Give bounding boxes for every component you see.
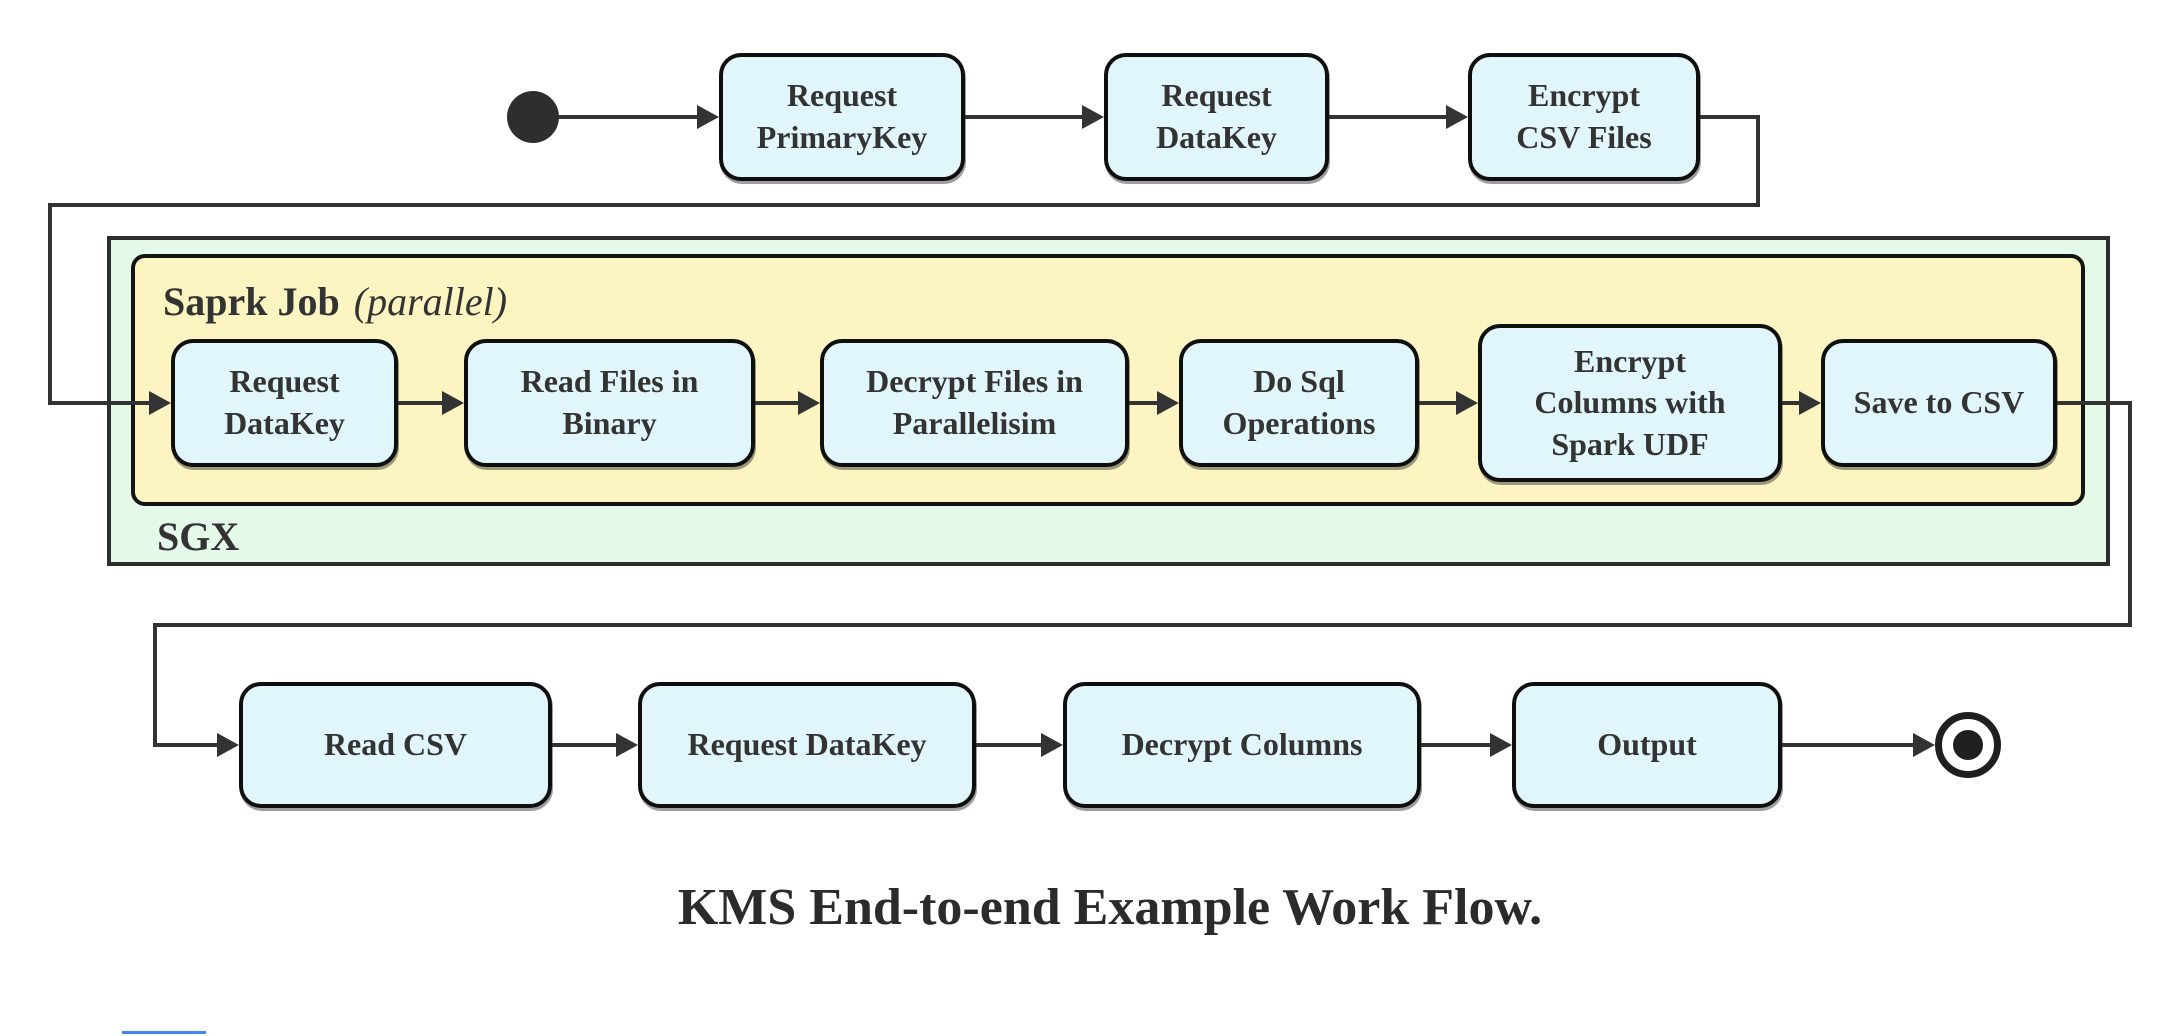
arrowhead-icon bbox=[616, 733, 638, 757]
state-read-files-in-binary: Read Files in Binary bbox=[464, 339, 755, 467]
state-save-to-csv: Save to CSV bbox=[1821, 339, 2057, 467]
connector-segment bbox=[1756, 115, 1760, 207]
arrowhead-icon bbox=[1799, 391, 1821, 415]
end-state-node bbox=[1935, 712, 2001, 778]
connector-segment bbox=[976, 743, 1041, 747]
arrowhead-icon bbox=[697, 105, 719, 129]
connector-segment bbox=[48, 203, 52, 405]
connector-segment bbox=[153, 623, 157, 747]
arrowhead-icon bbox=[1913, 733, 1935, 757]
arrowhead-icon bbox=[1157, 391, 1179, 415]
arrowhead-icon bbox=[798, 391, 820, 415]
state-do-sql-operations: Do Sql Operations bbox=[1179, 339, 1419, 467]
state-decrypt-files-in-parallelisim: Decrypt Files in Parallelisim bbox=[820, 339, 1129, 467]
spark-job-label: Saprk Job (parallel) bbox=[163, 278, 507, 325]
connector-segment bbox=[153, 623, 2132, 627]
arrowhead-icon bbox=[1082, 105, 1104, 129]
state-read-csv: Read CSV bbox=[239, 682, 552, 808]
arrowhead-icon bbox=[1446, 105, 1468, 129]
connector-segment bbox=[1782, 401, 1799, 405]
blue-mark-line bbox=[122, 1031, 206, 1034]
arrowhead-icon bbox=[1041, 733, 1063, 757]
end-state-inner-dot bbox=[1953, 730, 1983, 760]
connector-segment bbox=[1329, 115, 1446, 119]
arrowhead-icon bbox=[1456, 391, 1478, 415]
spark-job-title: Saprk Job bbox=[163, 279, 340, 324]
connector-segment bbox=[153, 743, 217, 747]
connector-segment bbox=[1782, 743, 1913, 747]
connector-segment bbox=[1421, 743, 1490, 747]
state-encrypt-csv-files: Encrypt CSV Files bbox=[1468, 53, 1700, 181]
connector-segment bbox=[559, 115, 697, 119]
state-request-datakey-top: Request DataKey bbox=[1104, 53, 1329, 181]
arrowhead-icon bbox=[149, 391, 171, 415]
spark-job-qualifier: (parallel) bbox=[353, 279, 508, 324]
connector-segment bbox=[48, 401, 151, 405]
connector-segment bbox=[1700, 115, 1760, 119]
arrowhead-icon bbox=[1490, 733, 1512, 757]
connector-segment bbox=[2057, 401, 2132, 405]
state-output: Output bbox=[1512, 682, 1782, 808]
arrowhead-icon bbox=[217, 733, 239, 757]
connector-segment bbox=[48, 203, 1760, 207]
state-request-datakey-spark: Request DataKey bbox=[171, 339, 398, 467]
connector-segment bbox=[398, 401, 442, 405]
state-decrypt-columns: Decrypt Columns bbox=[1063, 682, 1421, 808]
connector-segment bbox=[1419, 401, 1456, 405]
connector-segment bbox=[552, 743, 616, 747]
sgx-label: SGX bbox=[157, 514, 240, 559]
diagram-caption: KMS End-to-end Example Work Flow. bbox=[677, 879, 1543, 936]
arrowhead-icon bbox=[442, 391, 464, 415]
connector-segment bbox=[2128, 401, 2132, 627]
state-encrypt-columns-with-spark-udf: Encrypt Columns with Spark UDF bbox=[1478, 324, 1782, 482]
state-request-primarykey: Request PrimaryKey bbox=[719, 53, 965, 181]
state-request-datakey-bottom: Request DataKey bbox=[638, 682, 976, 808]
start-state-node bbox=[507, 91, 559, 143]
connector-segment bbox=[965, 115, 1082, 119]
connector-segment bbox=[755, 401, 798, 405]
connector-segment bbox=[1129, 401, 1157, 405]
